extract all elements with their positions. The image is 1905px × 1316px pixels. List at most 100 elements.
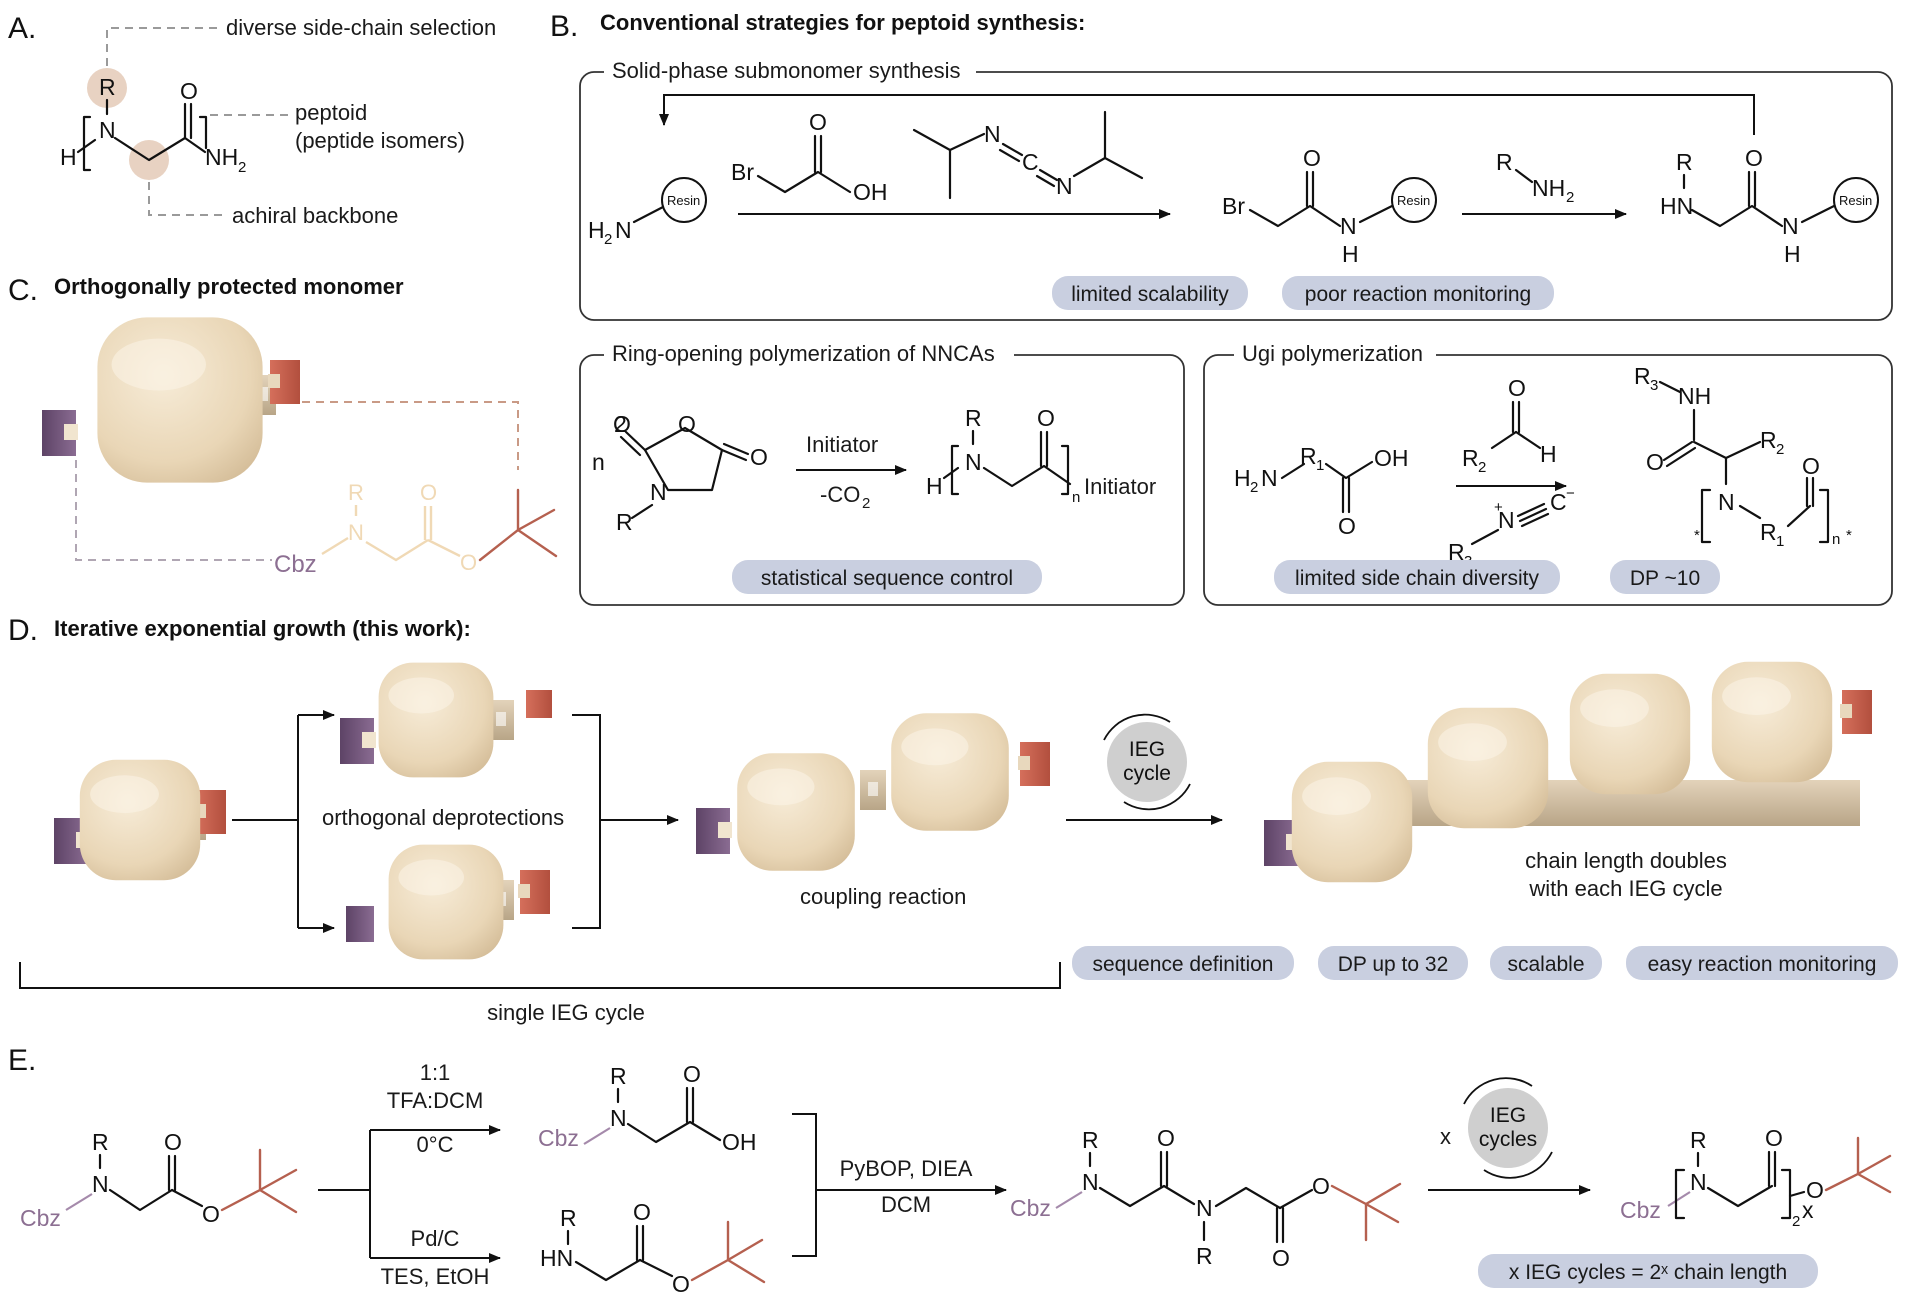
e-x-label: x — [1440, 1124, 1451, 1149]
svg-text:OH: OH — [1374, 445, 1409, 471]
cbz-label: Cbz — [274, 551, 317, 578]
pill-scalable: scalable — [1507, 953, 1584, 976]
cycle-arrow — [659, 94, 1755, 135]
svg-text:R: R — [1496, 149, 1513, 175]
tbu-group-e1 — [220, 1148, 298, 1214]
svg-text:Cbz: Cbz — [1620, 1197, 1661, 1223]
bracket-right — [198, 115, 208, 150]
d-released-tbu — [526, 690, 552, 718]
svg-text:HN: HN — [1660, 193, 1693, 219]
svg-text:N: N — [348, 520, 364, 545]
svg-text:IEG: IEG — [1129, 738, 1165, 761]
svg-text:R: R — [1462, 445, 1479, 471]
panel-e-label: E. — [8, 1044, 36, 1077]
svg-text:+: + — [1494, 499, 1503, 516]
d-dimer — [696, 713, 1050, 871]
panel-d: D. Iterative exponential growth (this wo… — [8, 614, 1898, 1025]
svg-text:O: O — [613, 411, 631, 437]
panel-a-label: A. — [8, 12, 36, 45]
svg-text:N: N — [92, 1171, 109, 1197]
svg-text:H: H — [588, 217, 605, 243]
svg-text:O: O — [1312, 1173, 1330, 1199]
svg-text:N: N — [1082, 1169, 1099, 1195]
atom-o: O — [180, 78, 198, 104]
svg-text:1: 1 — [1316, 457, 1324, 474]
svg-text:O: O — [420, 480, 437, 505]
svg-text:O: O — [809, 109, 827, 135]
svg-text:N: N — [1340, 213, 1357, 239]
svg-text:2: 2 — [862, 495, 870, 512]
svg-text:C: C — [1022, 149, 1039, 175]
svg-text:*: * — [1846, 527, 1852, 544]
panel-b-label: B. — [550, 10, 578, 43]
svg-text:n: n — [1072, 489, 1080, 506]
svg-text:O: O — [202, 1201, 220, 1227]
svg-text:N: N — [650, 479, 667, 505]
svg-text:2: 2 — [1250, 479, 1258, 496]
svg-text:OH: OH — [853, 179, 888, 205]
svg-text:O: O — [750, 444, 768, 470]
side-chain-highlight — [87, 68, 127, 108]
panel-e: E. R N Cbz O O 1:1 TFA:DCM 0°C Pd/C TES,… — [8, 1044, 1892, 1297]
d-cycle-bracket — [19, 962, 1061, 989]
svg-text:N: N — [1718, 489, 1735, 515]
pill-limited-scalability: limited scalability — [1071, 283, 1229, 306]
pill-sequence-definition: sequence definition — [1093, 953, 1274, 976]
svg-text:2: 2 — [604, 231, 612, 248]
cbz-connector — [75, 460, 272, 561]
cbz-block — [42, 410, 78, 456]
svg-text:O: O — [164, 1129, 182, 1155]
svg-text:R: R — [610, 1063, 627, 1089]
rop-initiator-end: Initiator — [1084, 474, 1156, 499]
svg-text:O: O — [678, 411, 696, 437]
panel-d-label: D. — [8, 614, 38, 647]
tbu-group-c — [478, 488, 558, 562]
callout-backbone: achiral backbone — [232, 203, 398, 228]
svg-text:2: 2 — [1478, 459, 1486, 476]
e-cond-bottom-2: TES, EtOH — [381, 1264, 490, 1289]
svg-text:H: H — [926, 473, 943, 499]
svg-text:R: R — [560, 1205, 577, 1231]
callout-peptoid-sub: (peptide isomers) — [295, 128, 465, 153]
svg-text:R: R — [1690, 1127, 1707, 1153]
atom-n: N — [99, 117, 116, 143]
pill-easy-monitoring: easy reaction monitoring — [1648, 953, 1877, 976]
svg-text:Cbz: Cbz — [1010, 1195, 1051, 1221]
svg-text:N: N — [610, 1105, 627, 1131]
tbu-group-e3 — [1330, 1182, 1402, 1242]
ugi-title: Ugi polymerization — [1242, 341, 1423, 366]
e-cond-top-1: 1:1 — [420, 1060, 451, 1085]
svg-text:Resin: Resin — [1397, 193, 1430, 208]
svg-text:2: 2 — [614, 411, 627, 437]
svg-text:N: N — [1261, 465, 1278, 491]
svg-text:O: O — [1272, 1245, 1290, 1271]
svg-text:3: 3 — [1650, 377, 1658, 394]
svg-text:O: O — [1037, 405, 1055, 431]
svg-text:Br: Br — [1222, 193, 1245, 219]
pill-side-chain-diversity: limited side chain diversity — [1295, 567, 1539, 590]
e-cond-top-2: TFA:DCM — [387, 1088, 484, 1113]
svg-text:IEG: IEG — [1490, 1104, 1526, 1127]
d-top-monomer — [340, 662, 552, 778]
d-tetramer — [1264, 661, 1872, 883]
svg-text:R: R — [616, 509, 633, 535]
panel-c: C. Orthogonally protected monomer Cbz R … — [8, 274, 558, 578]
tbu-connector — [302, 401, 519, 470]
svg-text:N: N — [1498, 507, 1515, 533]
callout-peptoid: peptoid — [295, 100, 367, 125]
svg-text:N: N — [615, 217, 632, 243]
atom-h: H — [60, 144, 77, 170]
svg-text:R: R — [1760, 427, 1777, 453]
svg-text:C: C — [1550, 489, 1567, 515]
solid-phase-title: Solid-phase submonomer synthesis — [612, 58, 961, 83]
svg-text:N: N — [984, 121, 1001, 147]
callout-side-chain: diverse side-chain selection — [226, 15, 496, 40]
panel-b-title: Conventional strategies for peptoid synt… — [600, 10, 1085, 35]
svg-text:R: R — [1300, 443, 1317, 469]
svg-text:−: − — [1566, 485, 1575, 502]
pill-chain-length: x IEG cycles = 2ˣ chain length — [1509, 1261, 1787, 1284]
rop-title: Ring-opening polymerization of NNCAs — [612, 341, 995, 366]
atom-r: R — [99, 74, 116, 100]
svg-text:R: R — [1676, 149, 1693, 175]
